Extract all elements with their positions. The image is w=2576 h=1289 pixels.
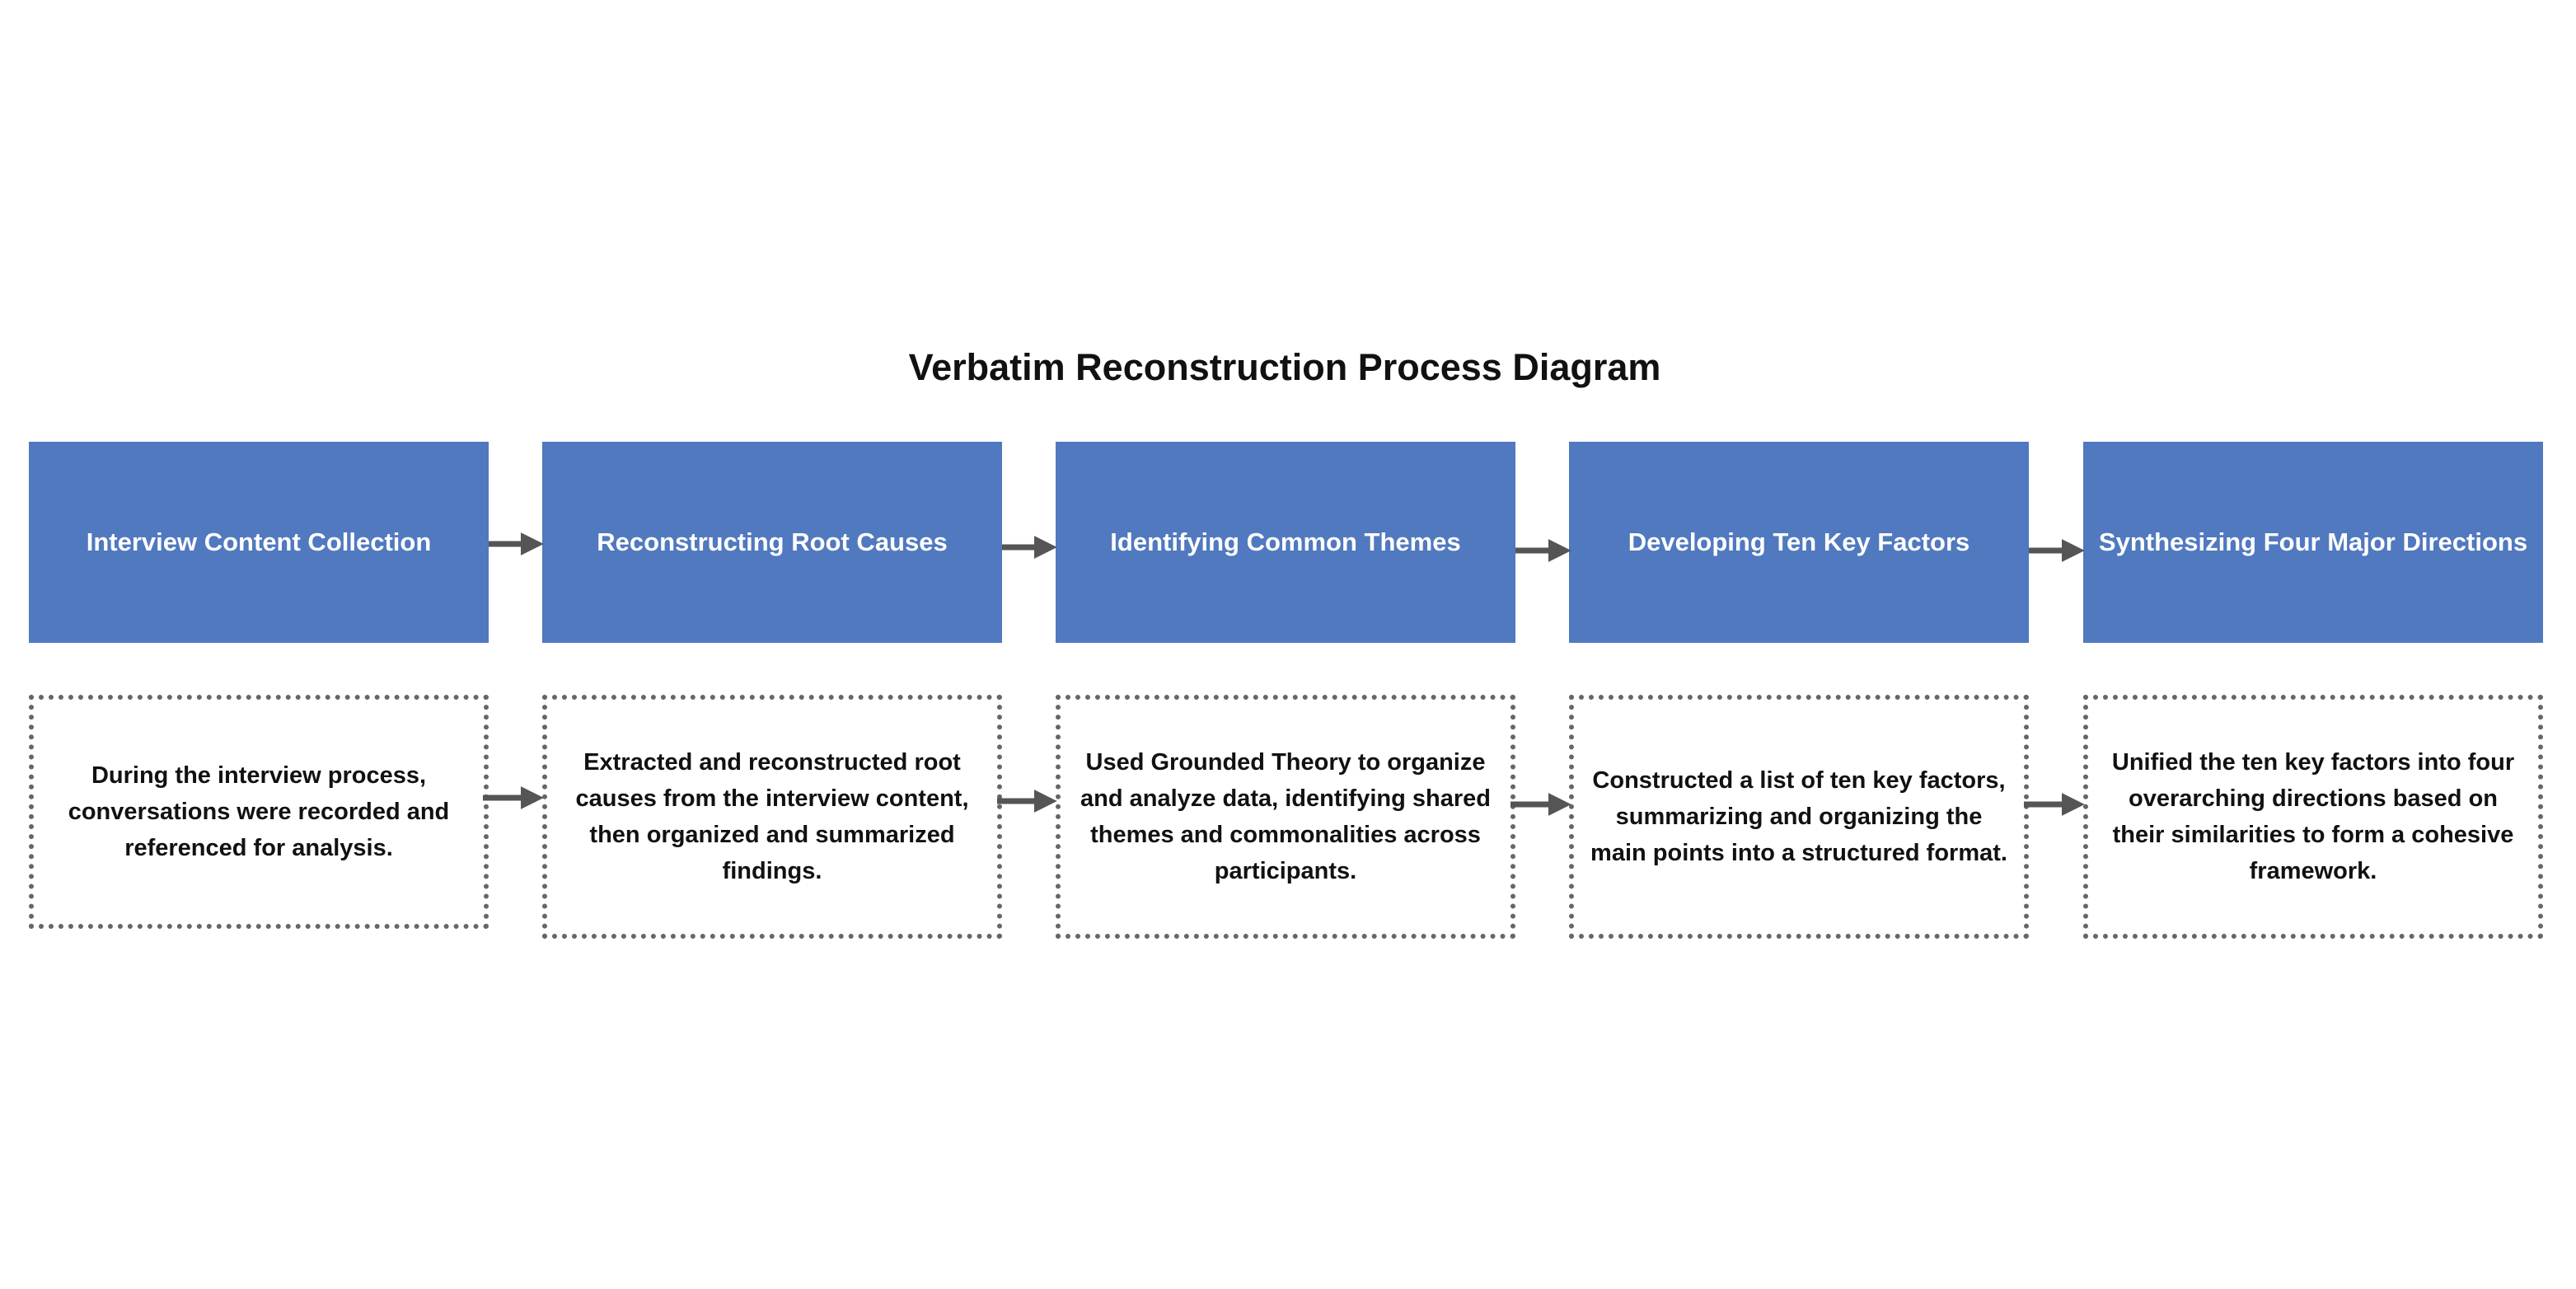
description-text: Unified the ten key factors into four ov…: [2111, 749, 2515, 884]
step-box-4: Developing Ten Key Factors: [1569, 442, 2029, 643]
step-label: Synthesizing Four Major Directions: [2098, 527, 2528, 556]
description-text: During the interview process, conversati…: [68, 762, 450, 861]
step-box-2: Reconstructing Root Causes: [542, 442, 1002, 643]
step-label: Reconstructing Root Causes: [597, 527, 948, 556]
diagram-title: Verbatim Reconstruction Process Diagram: [908, 346, 1661, 388]
step-box-5: Synthesizing Four Major Directions: [2083, 442, 2543, 643]
step-box-3: Identifying Common Themes: [1056, 442, 1515, 643]
description-box-2: Extracted and reconstructed root causes …: [542, 695, 1002, 939]
step-box-1: Interview Content Collection: [29, 442, 489, 643]
description-box-1: During the interview process, conversati…: [29, 695, 489, 929]
step-label: Interview Content Collection: [86, 527, 432, 556]
description-box-5: Unified the ten key factors into four ov…: [2083, 695, 2543, 939]
description-text: Extracted and reconstructed root causes …: [575, 749, 969, 884]
description-box-4: Constructed a list of ten key factors, s…: [1569, 695, 2029, 939]
step-label: Developing Ten Key Factors: [1628, 527, 1970, 556]
step-label: Identifying Common Themes: [1110, 527, 1461, 556]
description-text: Used Grounded Theory to organize and ana…: [1080, 749, 1491, 884]
description-text: Constructed a list of ten key factors, s…: [1590, 767, 2007, 866]
description-box-3: Used Grounded Theory to organize and ana…: [1056, 695, 1515, 939]
